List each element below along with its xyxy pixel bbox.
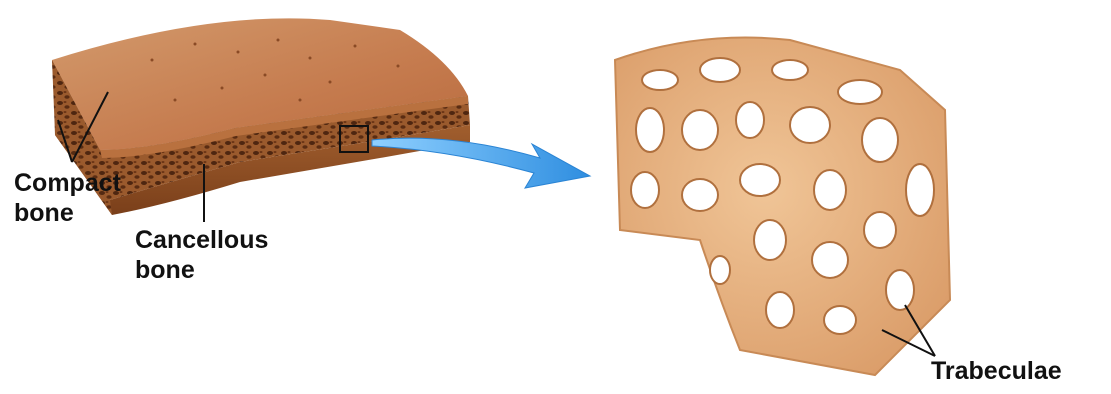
label-cancellous-bone-line2: bone bbox=[135, 255, 268, 285]
magnify-arrow bbox=[372, 138, 590, 188]
label-compact-bone: Compact bone bbox=[14, 168, 121, 228]
label-compact-bone-line1: Compact bbox=[14, 168, 121, 198]
trabecular-bone-block bbox=[615, 38, 950, 376]
label-cancellous-bone: Cancellous bone bbox=[135, 225, 268, 285]
label-cancellous-bone-line1: Cancellous bbox=[135, 225, 268, 255]
label-trabeculae: Trabeculae bbox=[931, 356, 1062, 386]
label-compact-bone-line2: bone bbox=[14, 198, 121, 228]
